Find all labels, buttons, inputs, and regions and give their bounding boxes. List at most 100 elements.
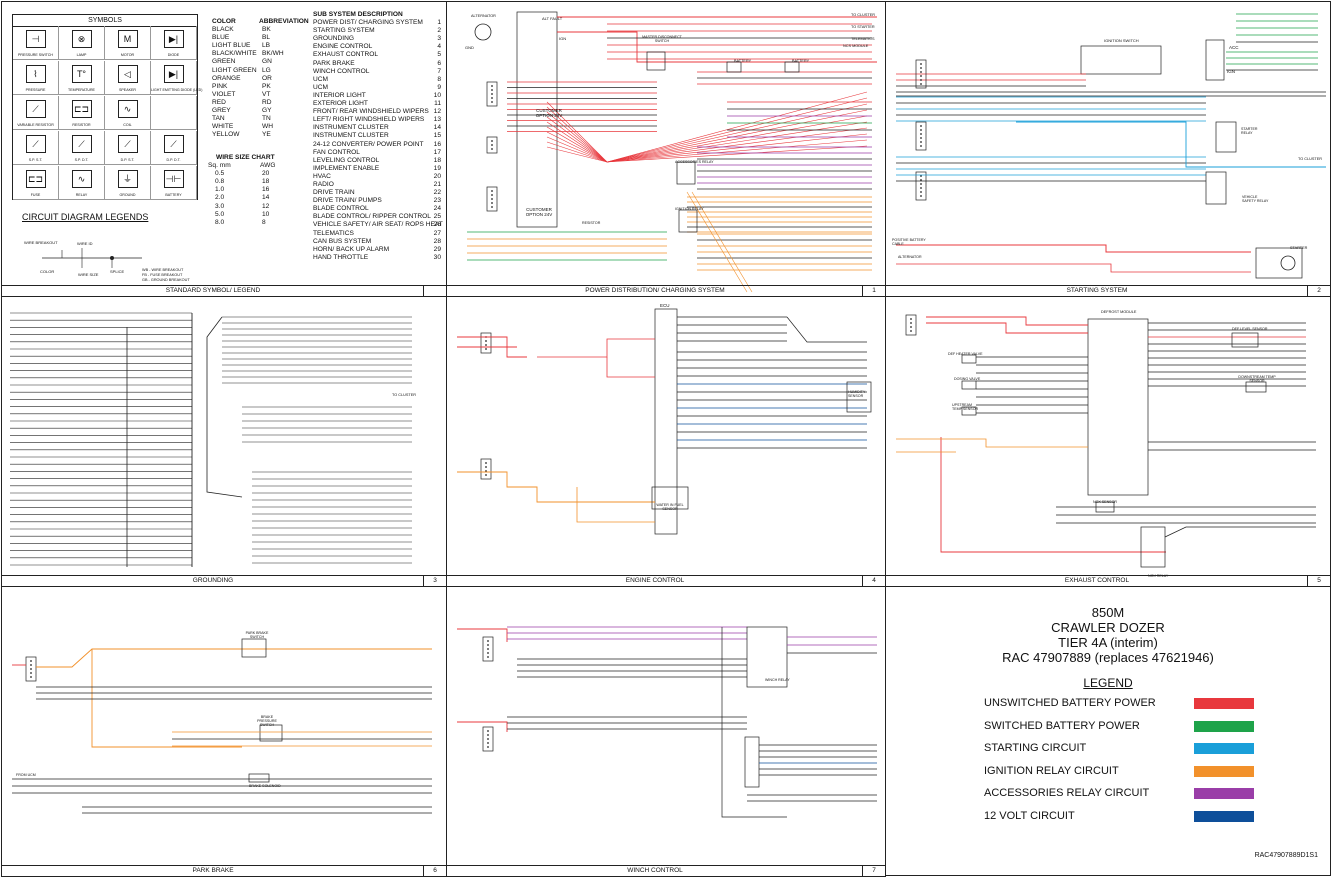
connector (905, 314, 917, 336)
symbol-glyph-icon: ∿ (71, 170, 92, 188)
color-name: GREEN (212, 58, 236, 66)
dcu-module-icon (1087, 318, 1149, 496)
subsystem-number: 12 (433, 108, 441, 116)
color-abbr: RD (262, 98, 272, 106)
color-abbr: BK/WH (262, 50, 284, 58)
subsystem-name: HAND THROTTLE (313, 253, 369, 261)
awg-value: 16 (262, 186, 270, 194)
symbol-glyph-icon: ⟋ (71, 135, 92, 153)
ecu-icon (654, 308, 678, 535)
symbols-title: SYMBOLS (13, 15, 197, 27)
subsystem-name: FRONT/ REAR WINDSHIELD WIPERS (313, 108, 429, 116)
symbol-label: GROUND (119, 193, 136, 197)
winch-connector-icon (744, 736, 760, 788)
acc-ign-switch-icon (1205, 39, 1225, 81)
symbol-cell: ⊣PRESSURE SWITCH (13, 26, 59, 60)
subsystem-number: 2 (437, 27, 441, 35)
nox-sensor-label: NOX SENSOR (1093, 500, 1117, 504)
pin (920, 141, 922, 143)
symbol-cell: ⟋D.P. D.T. (151, 131, 197, 165)
symbol-label: MOTOR (120, 53, 135, 57)
color-abbr: BL (262, 34, 271, 42)
water-in-fuel-label: WATER IN FUEL SENSOR (656, 503, 684, 511)
subsystem-number: 23 (433, 197, 441, 205)
awg-header: AWG (260, 162, 276, 170)
panel-title: PARK BRAKE (2, 865, 424, 876)
symbol-glyph-icon: ⟋ (25, 100, 46, 118)
pin (920, 145, 922, 147)
panel-title: GROUNDING (2, 575, 424, 586)
symbol-glyph-icon: ⌇ (25, 65, 46, 83)
pin (491, 93, 493, 95)
customer-option-label-1: CUSTOMER OPTION 24V (535, 108, 563, 118)
connector (480, 332, 492, 354)
wire (940, 437, 1166, 553)
subsystem-name: EXHAUST CONTROL (313, 51, 379, 59)
pin (30, 668, 32, 670)
grounding-schematic (10, 312, 412, 567)
symbol-label: BATTERY (165, 193, 182, 197)
symbol-glyph-icon: ▶| (163, 30, 184, 48)
legend-splice: SPLICE (110, 269, 125, 274)
legend-label: STARTING CIRCUIT (984, 742, 1087, 755)
circuit-legend-title: CIRCUIT DIAGRAM LEGENDS (22, 212, 149, 222)
symbol-label: LAMP (76, 53, 87, 57)
panel-number: 3 (423, 575, 446, 586)
pin (491, 85, 493, 87)
subsystem-name: 24-12 CONVERTER/ POWER POINT (313, 140, 424, 148)
color-name: LIGHT GREEN (212, 66, 257, 74)
alt-fault-label: ALT FAULT (542, 16, 563, 21)
symbol-glyph-icon: ⟋ (117, 135, 138, 153)
subsystem-name: LEVELING CONTROL (313, 156, 380, 164)
legend-note: WB - WIRE BREAKOUT (142, 268, 184, 272)
awg-value: 14 (262, 194, 270, 202)
symbol-label: FUSE (30, 193, 41, 197)
symbol-label: TEMPERATURE (68, 88, 95, 92)
subsystem-name: STARTING SYSTEM (313, 27, 375, 35)
subsystem-name: UCM (313, 75, 329, 83)
brake-solenoid-label: BRAKE SOLENOID (249, 784, 281, 788)
subsystem-number: 19 (433, 164, 441, 172)
pin (485, 348, 487, 350)
ign-label: IGN (559, 36, 567, 41)
subsystem-number: 1 (437, 19, 441, 27)
battery-label-1: BATTERY (734, 59, 752, 63)
subsystem-number: 9 (437, 83, 441, 91)
connector (915, 171, 927, 201)
symbol-glyph-icon: ⊗ (71, 30, 92, 48)
wire (686, 191, 748, 293)
connector (486, 81, 498, 107)
pin (491, 97, 493, 99)
sqmm-value: 1.0 (215, 186, 225, 194)
alternator-icon (474, 23, 492, 41)
symbol-cell: ⊏⊐FUSE (13, 166, 59, 200)
document-id: RAC47907889D1S1 (1254, 852, 1318, 859)
starting-system-schematic (896, 13, 1326, 279)
pin (920, 179, 922, 181)
legend-row: IGNITION RELAY CIRCUIT (984, 765, 1284, 781)
legend-label: ACCESSORIES RELAY CIRCUIT (984, 787, 1150, 800)
ecu-label: ECU (660, 303, 670, 308)
legend-wire-size: WIRE SIZE (78, 272, 99, 277)
symbol-cell: ▶|LIGHT EMITTING DIODE (LED) (151, 61, 202, 95)
subsystem-number: 15 (433, 132, 441, 140)
pin (487, 738, 489, 740)
wire (537, 338, 655, 358)
color-name: YELLOW (212, 131, 240, 139)
